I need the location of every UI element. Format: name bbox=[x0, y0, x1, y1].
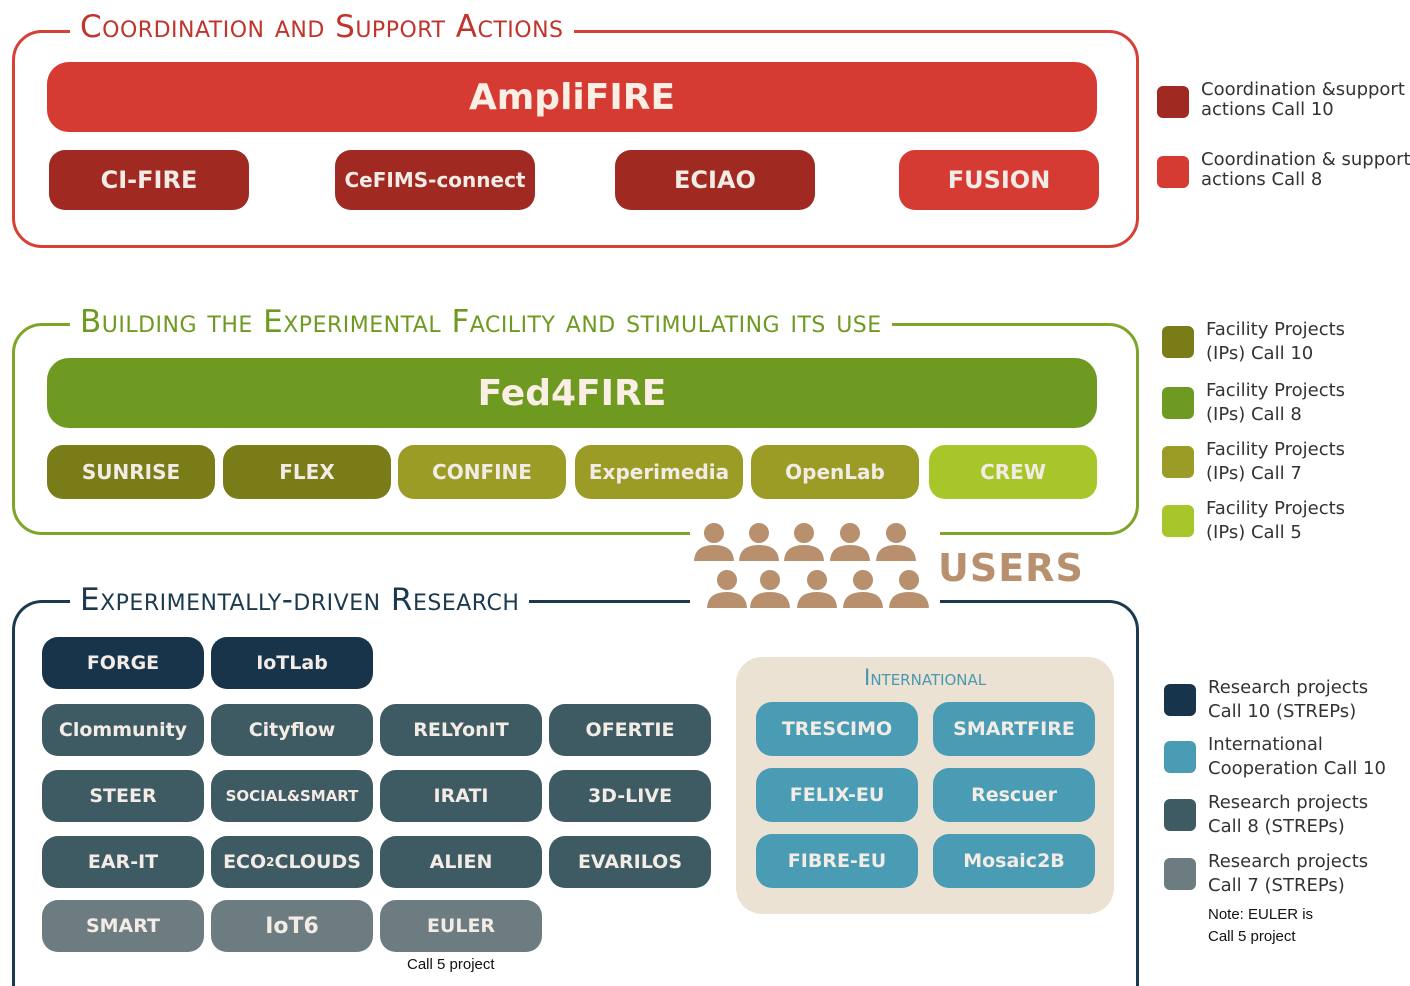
steer-box: STEER bbox=[42, 770, 204, 822]
legend-label-fac-call8: Facility Projects(IPs) Call 8 bbox=[1206, 380, 1346, 425]
legend-swatch-res-call8 bbox=[1164, 799, 1196, 831]
smartfire-box: SMARTFIRE bbox=[933, 702, 1095, 756]
legend-swatch-fac-call8 bbox=[1162, 387, 1194, 419]
fusion-box: FUSION bbox=[899, 150, 1099, 210]
legend-swatch-fac-call5 bbox=[1162, 505, 1194, 537]
cityflow-box: Cityflow bbox=[211, 704, 373, 756]
eco2clouds-sub: 2 bbox=[266, 855, 275, 869]
amplifire-box: AmpliFIRE bbox=[47, 62, 1097, 132]
confine-box: CONFINE bbox=[398, 445, 566, 499]
experimedia-box: Experimedia bbox=[575, 445, 743, 499]
csa-section-title: Coordination and Support Actions bbox=[70, 9, 574, 45]
research-frame bbox=[12, 600, 1139, 986]
forge-box: FORGE bbox=[42, 637, 204, 689]
iot6-box: IoT6 bbox=[211, 900, 373, 952]
facility-frame bbox=[12, 323, 1139, 535]
flex-box: FLEX bbox=[223, 445, 391, 499]
clommunity-box: Clommunity bbox=[42, 704, 204, 756]
ci-fire-box: CI-FIRE bbox=[49, 150, 249, 210]
3d-live-box: 3D-LIVE bbox=[549, 770, 711, 822]
eco2clouds-suffix: CLOUDS bbox=[274, 851, 361, 873]
irati-box: IRATI bbox=[380, 770, 542, 822]
sunrise-box: SUNRISE bbox=[47, 445, 215, 499]
cefims-connect-box: CeFIMS-connect bbox=[335, 150, 535, 210]
ear-it-box: EAR-IT bbox=[42, 836, 204, 888]
legend-swatch-fac-call10 bbox=[1162, 326, 1194, 358]
openlab-box: OpenLab bbox=[751, 445, 919, 499]
legend-swatch-res-call10 bbox=[1164, 684, 1196, 716]
legend-label-fac-call5: Facility Projects(IPs) Call 5 bbox=[1206, 498, 1346, 543]
legend-label-fac-call7: Facility Projects(IPs) Call 7 bbox=[1206, 439, 1346, 484]
alien-box: ALIEN bbox=[380, 836, 542, 888]
legend-swatch-fac-call7 bbox=[1162, 446, 1194, 478]
legend-label-fac-call10: Facility Projects(IPs) Call 10 bbox=[1206, 319, 1346, 364]
smart-box: SMART bbox=[42, 900, 204, 952]
mosaic2b-box: Mosaic2B bbox=[933, 834, 1095, 888]
csa-frame bbox=[12, 30, 1139, 248]
research-section-title: Experimentally-driven Research bbox=[70, 582, 530, 618]
iotlab-box: IoTLab bbox=[211, 637, 373, 689]
ofertie-box: OFERTIE bbox=[549, 704, 711, 756]
legend-swatch-res-call7 bbox=[1164, 858, 1196, 890]
fed4fire-box: Fed4FIRE bbox=[47, 358, 1097, 428]
crew-box: CREW bbox=[929, 445, 1097, 499]
trescimo-box: TRESCIMO bbox=[756, 702, 918, 756]
legend-swatch-intl-call10 bbox=[1164, 741, 1196, 773]
rescuer-box: Rescuer bbox=[933, 768, 1095, 822]
eco2clouds-prefix: ECO bbox=[223, 851, 267, 873]
social-smart-box: SOCIAL&SMART bbox=[211, 770, 373, 822]
legend-swatch-csa-call10 bbox=[1157, 86, 1189, 118]
felix-eu-box: FELIX-EU bbox=[756, 768, 918, 822]
euler-box: EULER bbox=[380, 900, 542, 952]
international-title: International bbox=[863, 666, 987, 691]
facility-section-title: Building the Experimental Facility and s… bbox=[70, 304, 892, 340]
users-label: USERS bbox=[938, 546, 1084, 590]
relyonit-box: RELYonIT bbox=[380, 704, 542, 756]
evarilos-box: EVARILOS bbox=[549, 836, 711, 888]
fibre-eu-box: FIBRE-EU bbox=[756, 834, 918, 888]
euler-call5-note: Call 5 project bbox=[407, 956, 495, 973]
legend-swatch-csa-call8 bbox=[1157, 156, 1189, 188]
users-icon bbox=[690, 520, 940, 620]
eciao-box: ECIAO bbox=[615, 150, 815, 210]
